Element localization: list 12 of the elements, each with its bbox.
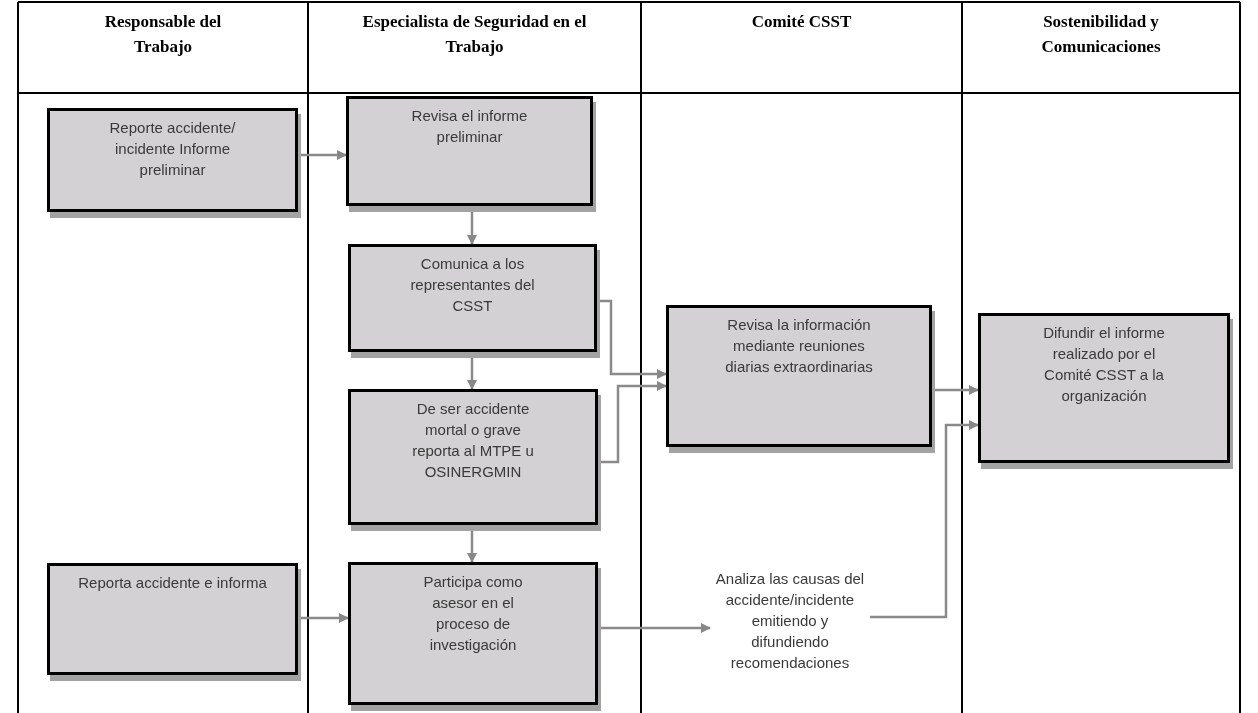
arrow — [870, 420, 979, 619]
arrow — [597, 299, 667, 379]
arrow — [598, 623, 711, 633]
arrow — [298, 150, 347, 160]
arrow — [932, 385, 979, 395]
process-text: Analiza las causas del accidente/incidente emitiendo y difundiendo recomendaciones — [710, 566, 870, 706]
lane-header: Especialista de Seguridad en el Trabajo — [362, 11, 587, 58]
arrow — [298, 613, 349, 623]
lane-header: Responsable del Trabajo — [103, 11, 223, 58]
lane-header: Comité CSST — [750, 11, 853, 33]
lane-header: Sostenibilidad y Comunicaciones — [1040, 11, 1162, 58]
arrow — [598, 381, 667, 464]
